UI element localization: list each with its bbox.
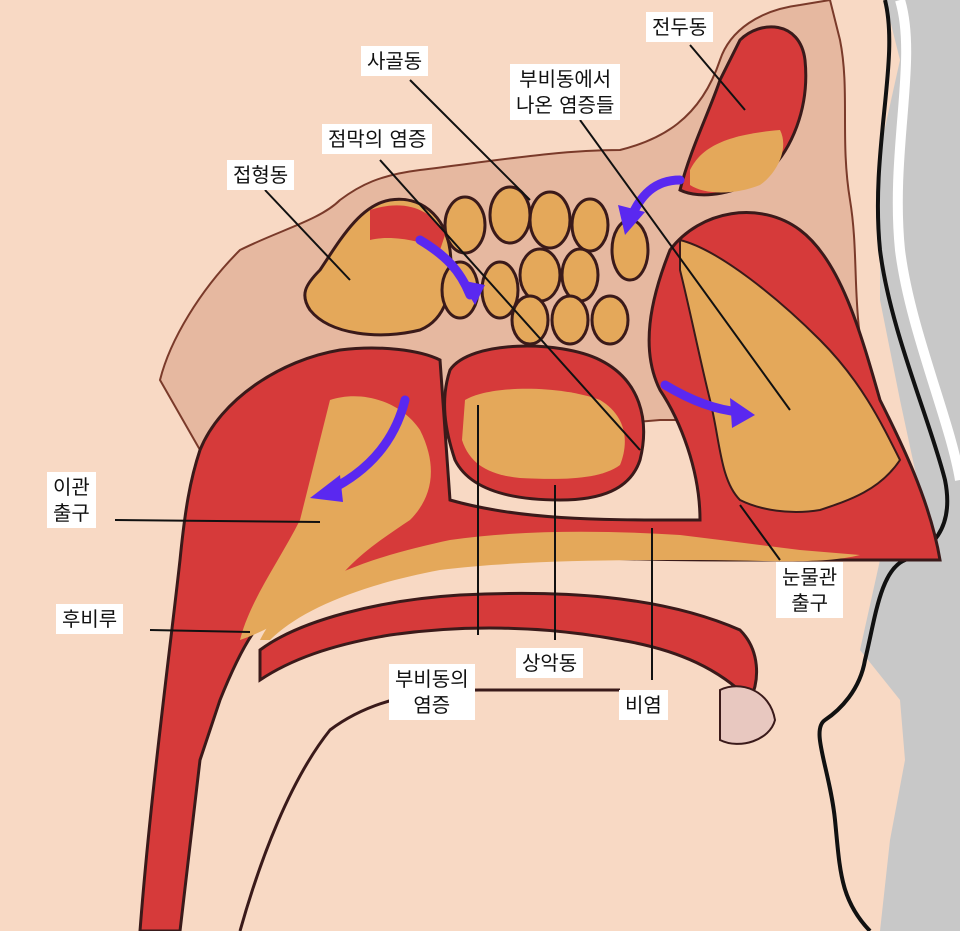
label-text-line2: 출구	[791, 591, 828, 615]
middle-turbinate-mucus	[679, 238, 902, 513]
skin-edge	[892, 0, 960, 481]
ethmoid-cells	[440, 185, 650, 346]
background-region	[860, 0, 960, 931]
label-text-line1: 부비동의	[395, 667, 469, 691]
leader-eustachian	[114, 519, 321, 523]
posterior-mucus	[240, 396, 431, 640]
arrowhead-maxillary	[730, 398, 755, 428]
label-text-line2: 출구	[53, 501, 90, 525]
label-text-line1: 부비동에서	[519, 67, 612, 91]
label-mucosal-inflammation: 점막의 염증	[322, 124, 433, 154]
arrow-heads	[310, 205, 755, 502]
leader-mucosal	[379, 159, 641, 451]
label-text: 후비루	[62, 607, 118, 631]
floor-mucus	[260, 531, 860, 640]
label-eustachian-tube-opening: 이관 출구	[47, 472, 96, 528]
label-text: 사골동	[367, 49, 423, 73]
leader-sinus-inflammation	[579, 119, 791, 411]
label-ethmoid-sinus: 사골동	[361, 46, 429, 76]
leader-lines	[114, 44, 791, 680]
label-sinusitis: 부비동의 염증	[389, 664, 475, 720]
label-text-line1: 눈물관	[782, 565, 838, 589]
label-text-line2: 나온 염증들	[516, 93, 615, 117]
arrowhead-frontal	[618, 205, 645, 235]
label-nasolacrimal-opening: 눈물관 출구	[776, 562, 844, 618]
label-text: 전두동	[652, 15, 708, 39]
label-text: 상악동	[522, 651, 578, 675]
label-text-line2: 염증	[413, 693, 451, 717]
label-sinus-inflammation: 부비동에서 나온 염증들	[510, 64, 621, 120]
arrowhead-eustachian	[310, 475, 343, 502]
hard-palate	[258, 591, 759, 703]
label-maxillary-sinus: 상악동	[516, 648, 584, 678]
label-text: 접형동	[233, 163, 289, 187]
lip	[719, 685, 777, 745]
leader-ethmoid	[409, 79, 531, 201]
frontal-sinus-mucus	[690, 130, 784, 193]
leader-nasopharynx	[149, 629, 251, 633]
label-nasopharynx: 후비루	[56, 604, 124, 634]
leader-frontal	[689, 44, 746, 111]
maxillary-mucus	[462, 388, 625, 479]
label-sphenoid-sinus: 접형동	[227, 160, 295, 190]
label-frontal-sinus: 전두동	[646, 12, 714, 42]
leader-nasolacrimal	[739, 504, 781, 561]
mouth-outline	[238, 688, 620, 931]
leader-sphenoid	[264, 189, 351, 281]
arrowhead-sphenoid	[460, 280, 485, 305]
label-text-line1: 이관	[53, 475, 90, 499]
label-rhinitis: 비염	[619, 690, 668, 720]
label-text: 비염	[625, 693, 662, 717]
arrow-eustachian	[325, 395, 410, 495]
label-text: 점막의 염증	[328, 127, 427, 151]
